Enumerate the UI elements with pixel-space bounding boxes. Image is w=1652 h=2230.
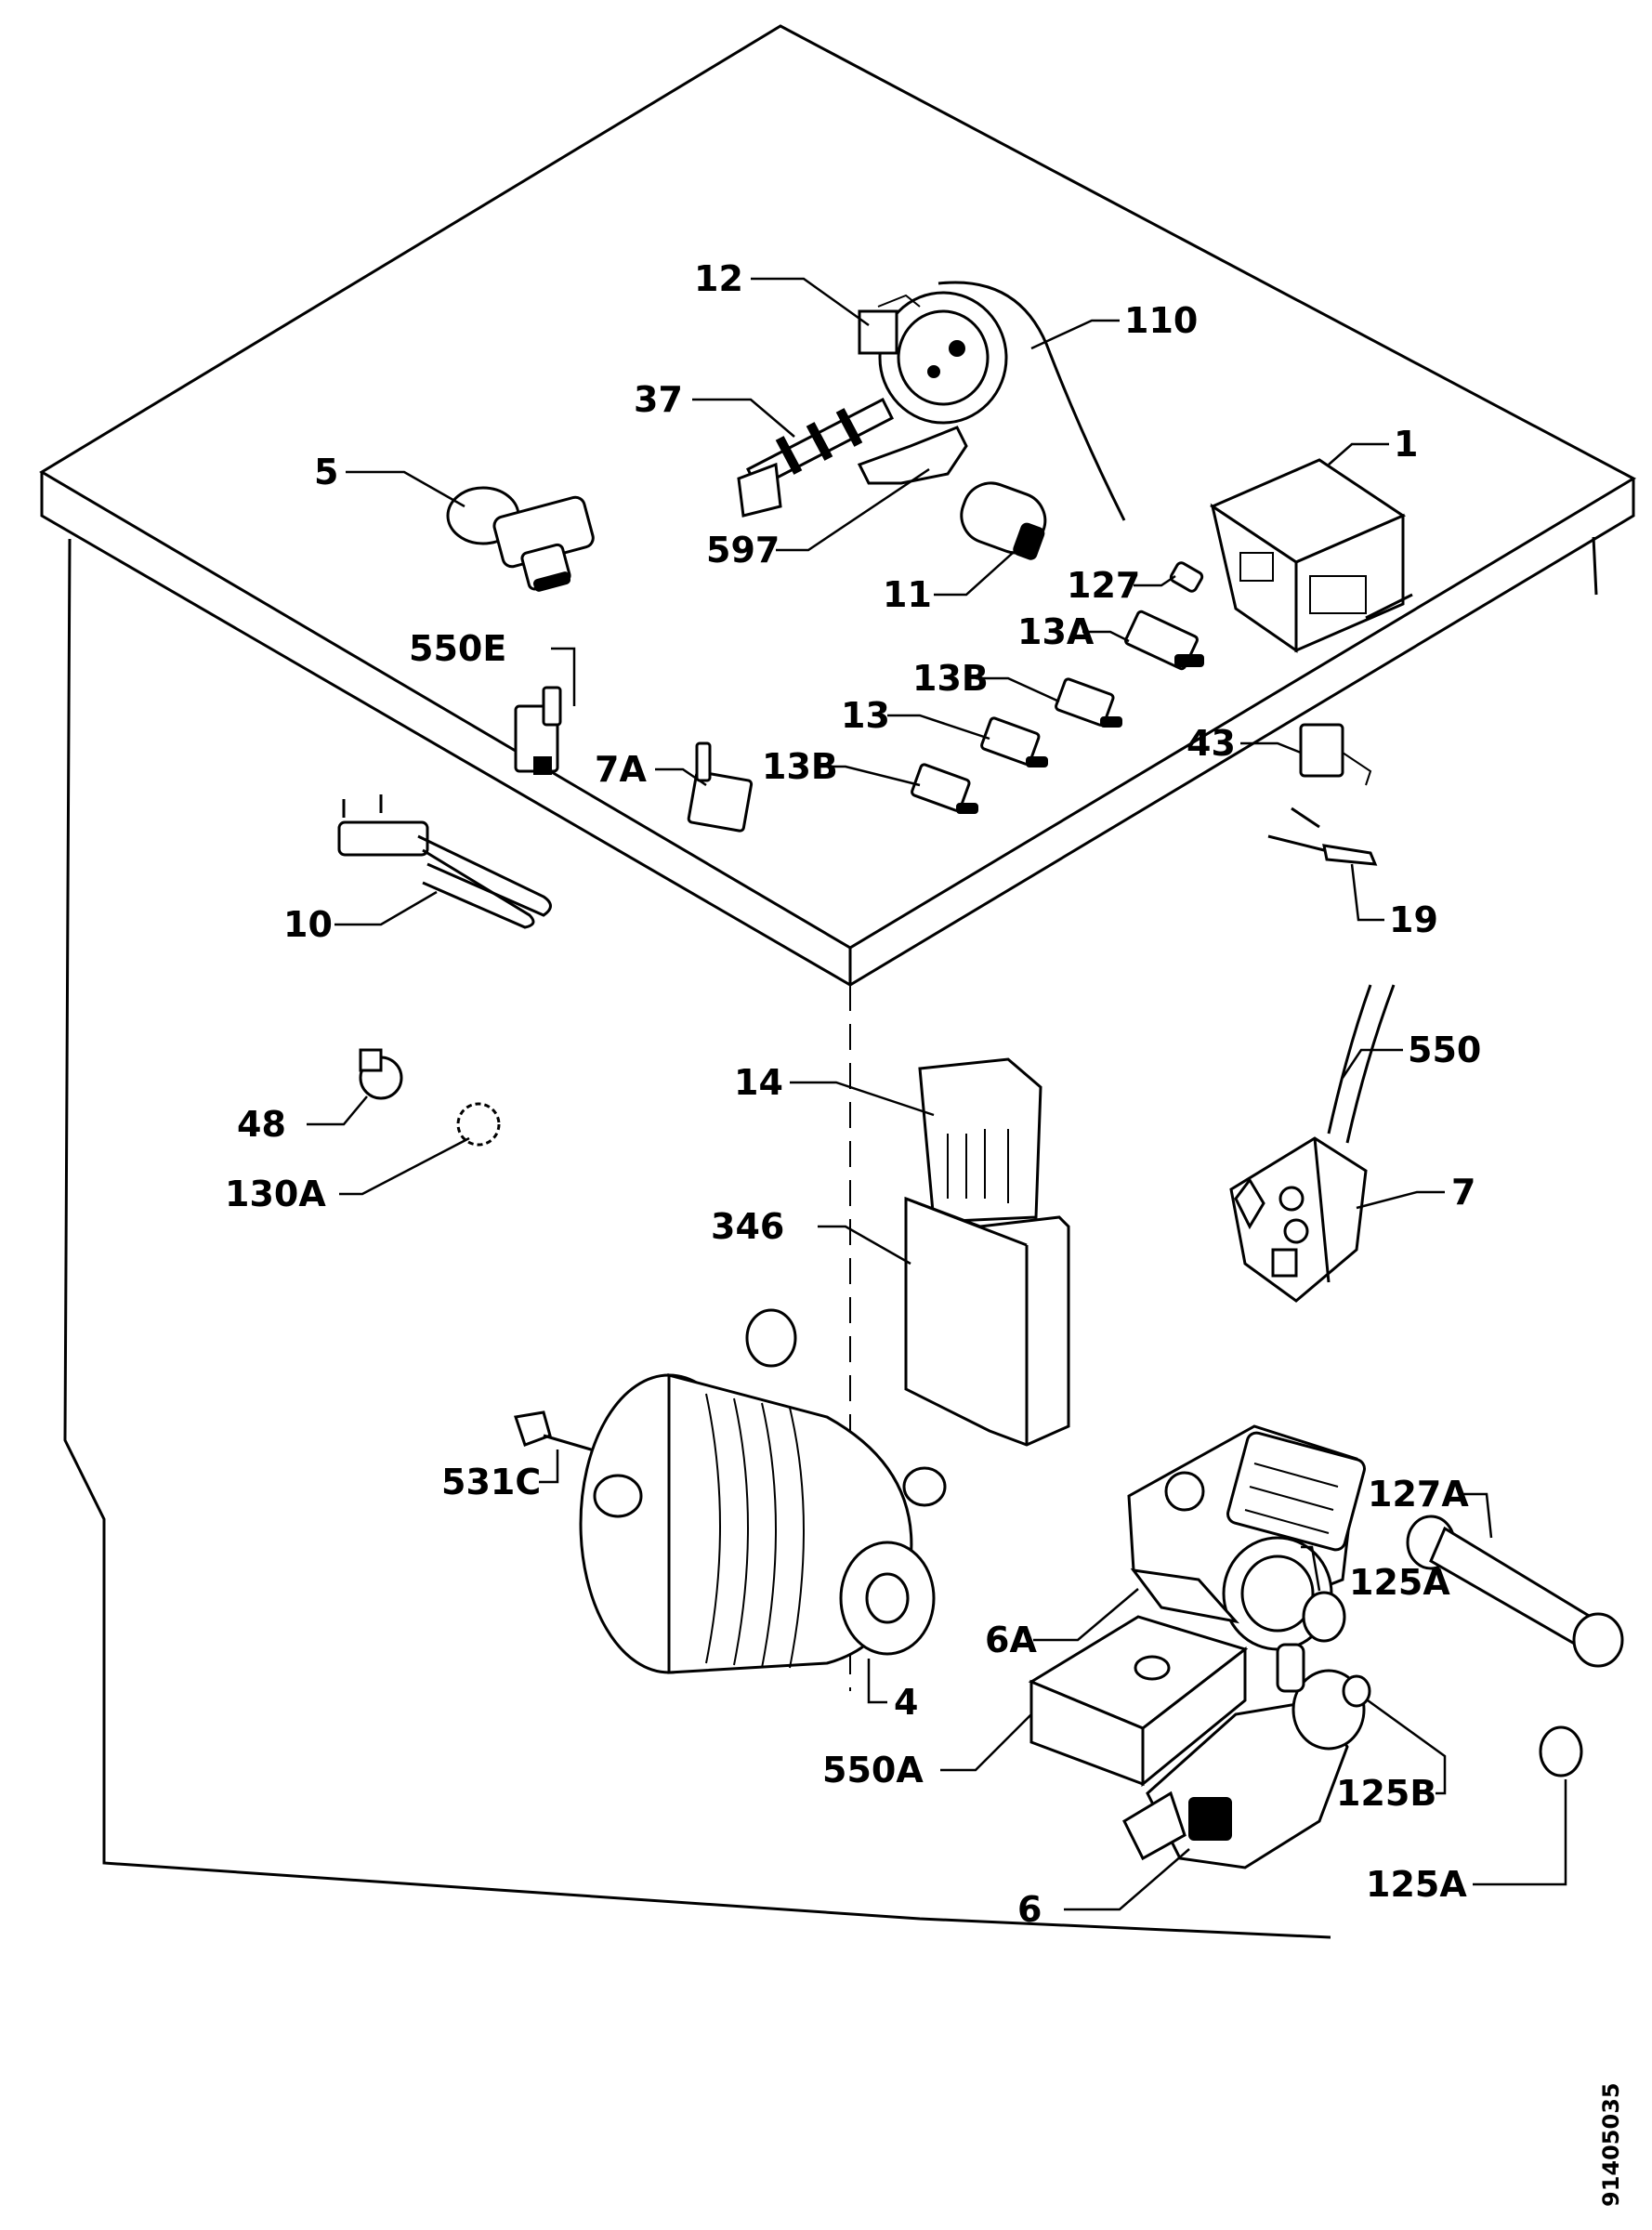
label-10: 10 [283,904,333,945]
label-550: 550 [1408,1030,1481,1070]
label-125a-upper: 125A [1349,1562,1450,1603]
document-number: 91405035 [1598,2082,1624,2207]
label-12: 12 [694,258,743,299]
label-6: 6 [1017,1889,1042,1930]
part-drain-pump [1122,1643,1366,1869]
part-small-plug [1169,561,1204,593]
label-346: 346 [711,1206,784,1247]
label-125b: 125B [1336,1773,1436,1814]
part-micro-switch [687,741,754,833]
part-valve [446,486,595,592]
part-labels: 12 110 37 5 1 597 11 127 13A 550E 13B 13… [225,258,1624,2207]
part-connector-13a [1124,610,1204,671]
label-110: 110 [1124,300,1198,341]
part-seal-upper [1302,1591,1346,1643]
part-bracket-43 [1299,723,1372,786]
label-125a-lower: 125A [1366,1864,1467,1905]
label-550a: 550A [822,1750,924,1791]
label-597: 597 [706,530,780,571]
part-clip-550e [514,686,562,775]
label-127a: 127A [1368,1474,1469,1515]
part-switch-bar [737,397,895,518]
part-hose [1406,1515,1624,1668]
part-seal-lower [1539,1725,1583,1777]
part-programmer [1209,458,1413,653]
label-43: 43 [1187,723,1236,764]
part-heating-element [337,794,552,929]
leader-lines [307,277,1567,1911]
part-pump-filter [1127,1424,1366,1651]
part-pump-box [1028,1615,1249,1788]
label-4: 4 [894,1682,918,1723]
part-seal-125b [1342,1674,1371,1708]
part-connector-13b-lower [911,763,978,814]
label-531c: 531C [441,1462,541,1502]
part-connector-13 [980,716,1048,767]
part-drawer-housing [904,1196,1070,1447]
part-probe [1267,807,1378,866]
label-11: 11 [883,574,932,615]
part-capacitor [960,481,1047,560]
label-13a: 13A [1017,611,1095,652]
part-timer-knob [858,291,1008,425]
part-gear [456,1102,501,1147]
label-5: 5 [314,452,338,492]
label-48: 48 [237,1104,286,1145]
label-1: 1 [1394,424,1418,465]
cabinet-outline [39,24,1637,1939]
label-37: 37 [634,379,683,420]
label-19: 19 [1389,899,1438,940]
label-13b-lower: 13B [762,746,838,787]
part-detergent-drawer [918,1057,1042,1224]
label-550e: 550E [409,628,506,669]
part-motor [579,1308,947,1674]
label-7: 7 [1451,1172,1475,1213]
label-14: 14 [734,1062,783,1103]
part-cable [937,281,1126,521]
label-130a: 130A [225,1174,326,1214]
part-harness [1327,984,1396,1144]
label-127: 127 [1067,565,1140,606]
label-13: 13 [841,695,890,736]
label-6a: 6A [985,1620,1037,1660]
part-48 [359,1048,403,1100]
part-bracket [857,426,968,485]
part-door-lock [1229,1136,1368,1303]
part-connector-13b-upper [1055,677,1122,728]
label-13b-upper: 13B [912,658,989,699]
label-7a: 7A [595,749,647,790]
